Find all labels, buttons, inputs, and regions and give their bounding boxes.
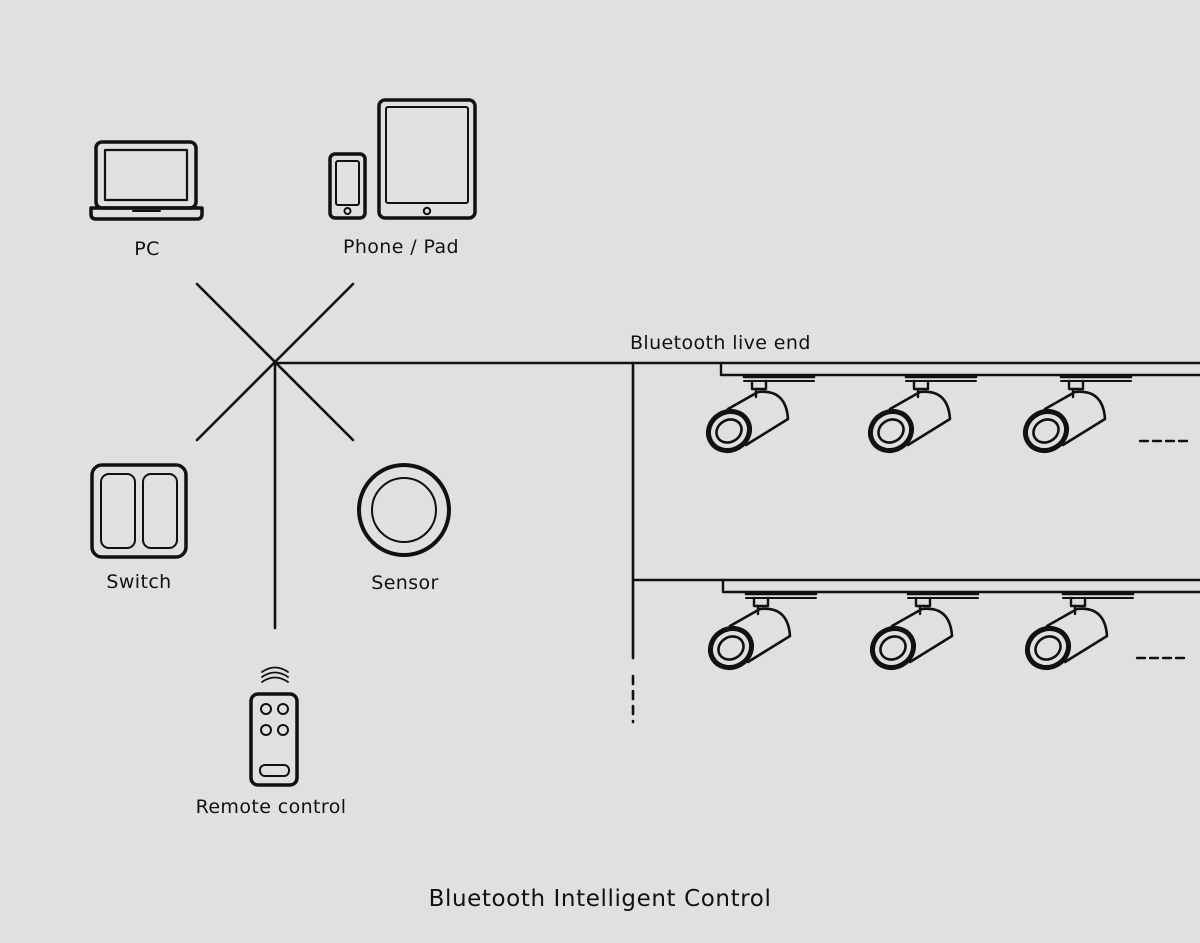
track-row-2 [721,578,1200,594]
connection-lines [195,282,1200,630]
sensor-icon [357,463,451,557]
spotlight-1-1 [701,377,814,458]
phone-icon [328,152,367,220]
laptop-icon [89,140,204,221]
spotlight-1-2 [863,377,976,458]
bus-line [631,361,1200,724]
bus-label: Bluetooth live end [630,332,811,354]
track-row-1 [719,361,1200,377]
switch-icon [90,463,188,559]
spotlight-2-1 [703,594,816,675]
switch-label: Switch [106,571,172,593]
sensor-label: Sensor [371,572,439,594]
diagram-title: Bluetooth Intelligent Control [428,886,772,912]
spotlight-2-3 [1020,594,1133,675]
spotlight-2-2 [865,594,978,675]
spotlight-1-3 [1018,377,1131,458]
remote-control-label: Remote control [195,796,347,818]
tablet-icon [377,98,477,220]
remote-control-icon [249,666,299,787]
phone-pad-label: Phone / Pad [342,236,460,258]
pc-label: PC [134,238,160,260]
